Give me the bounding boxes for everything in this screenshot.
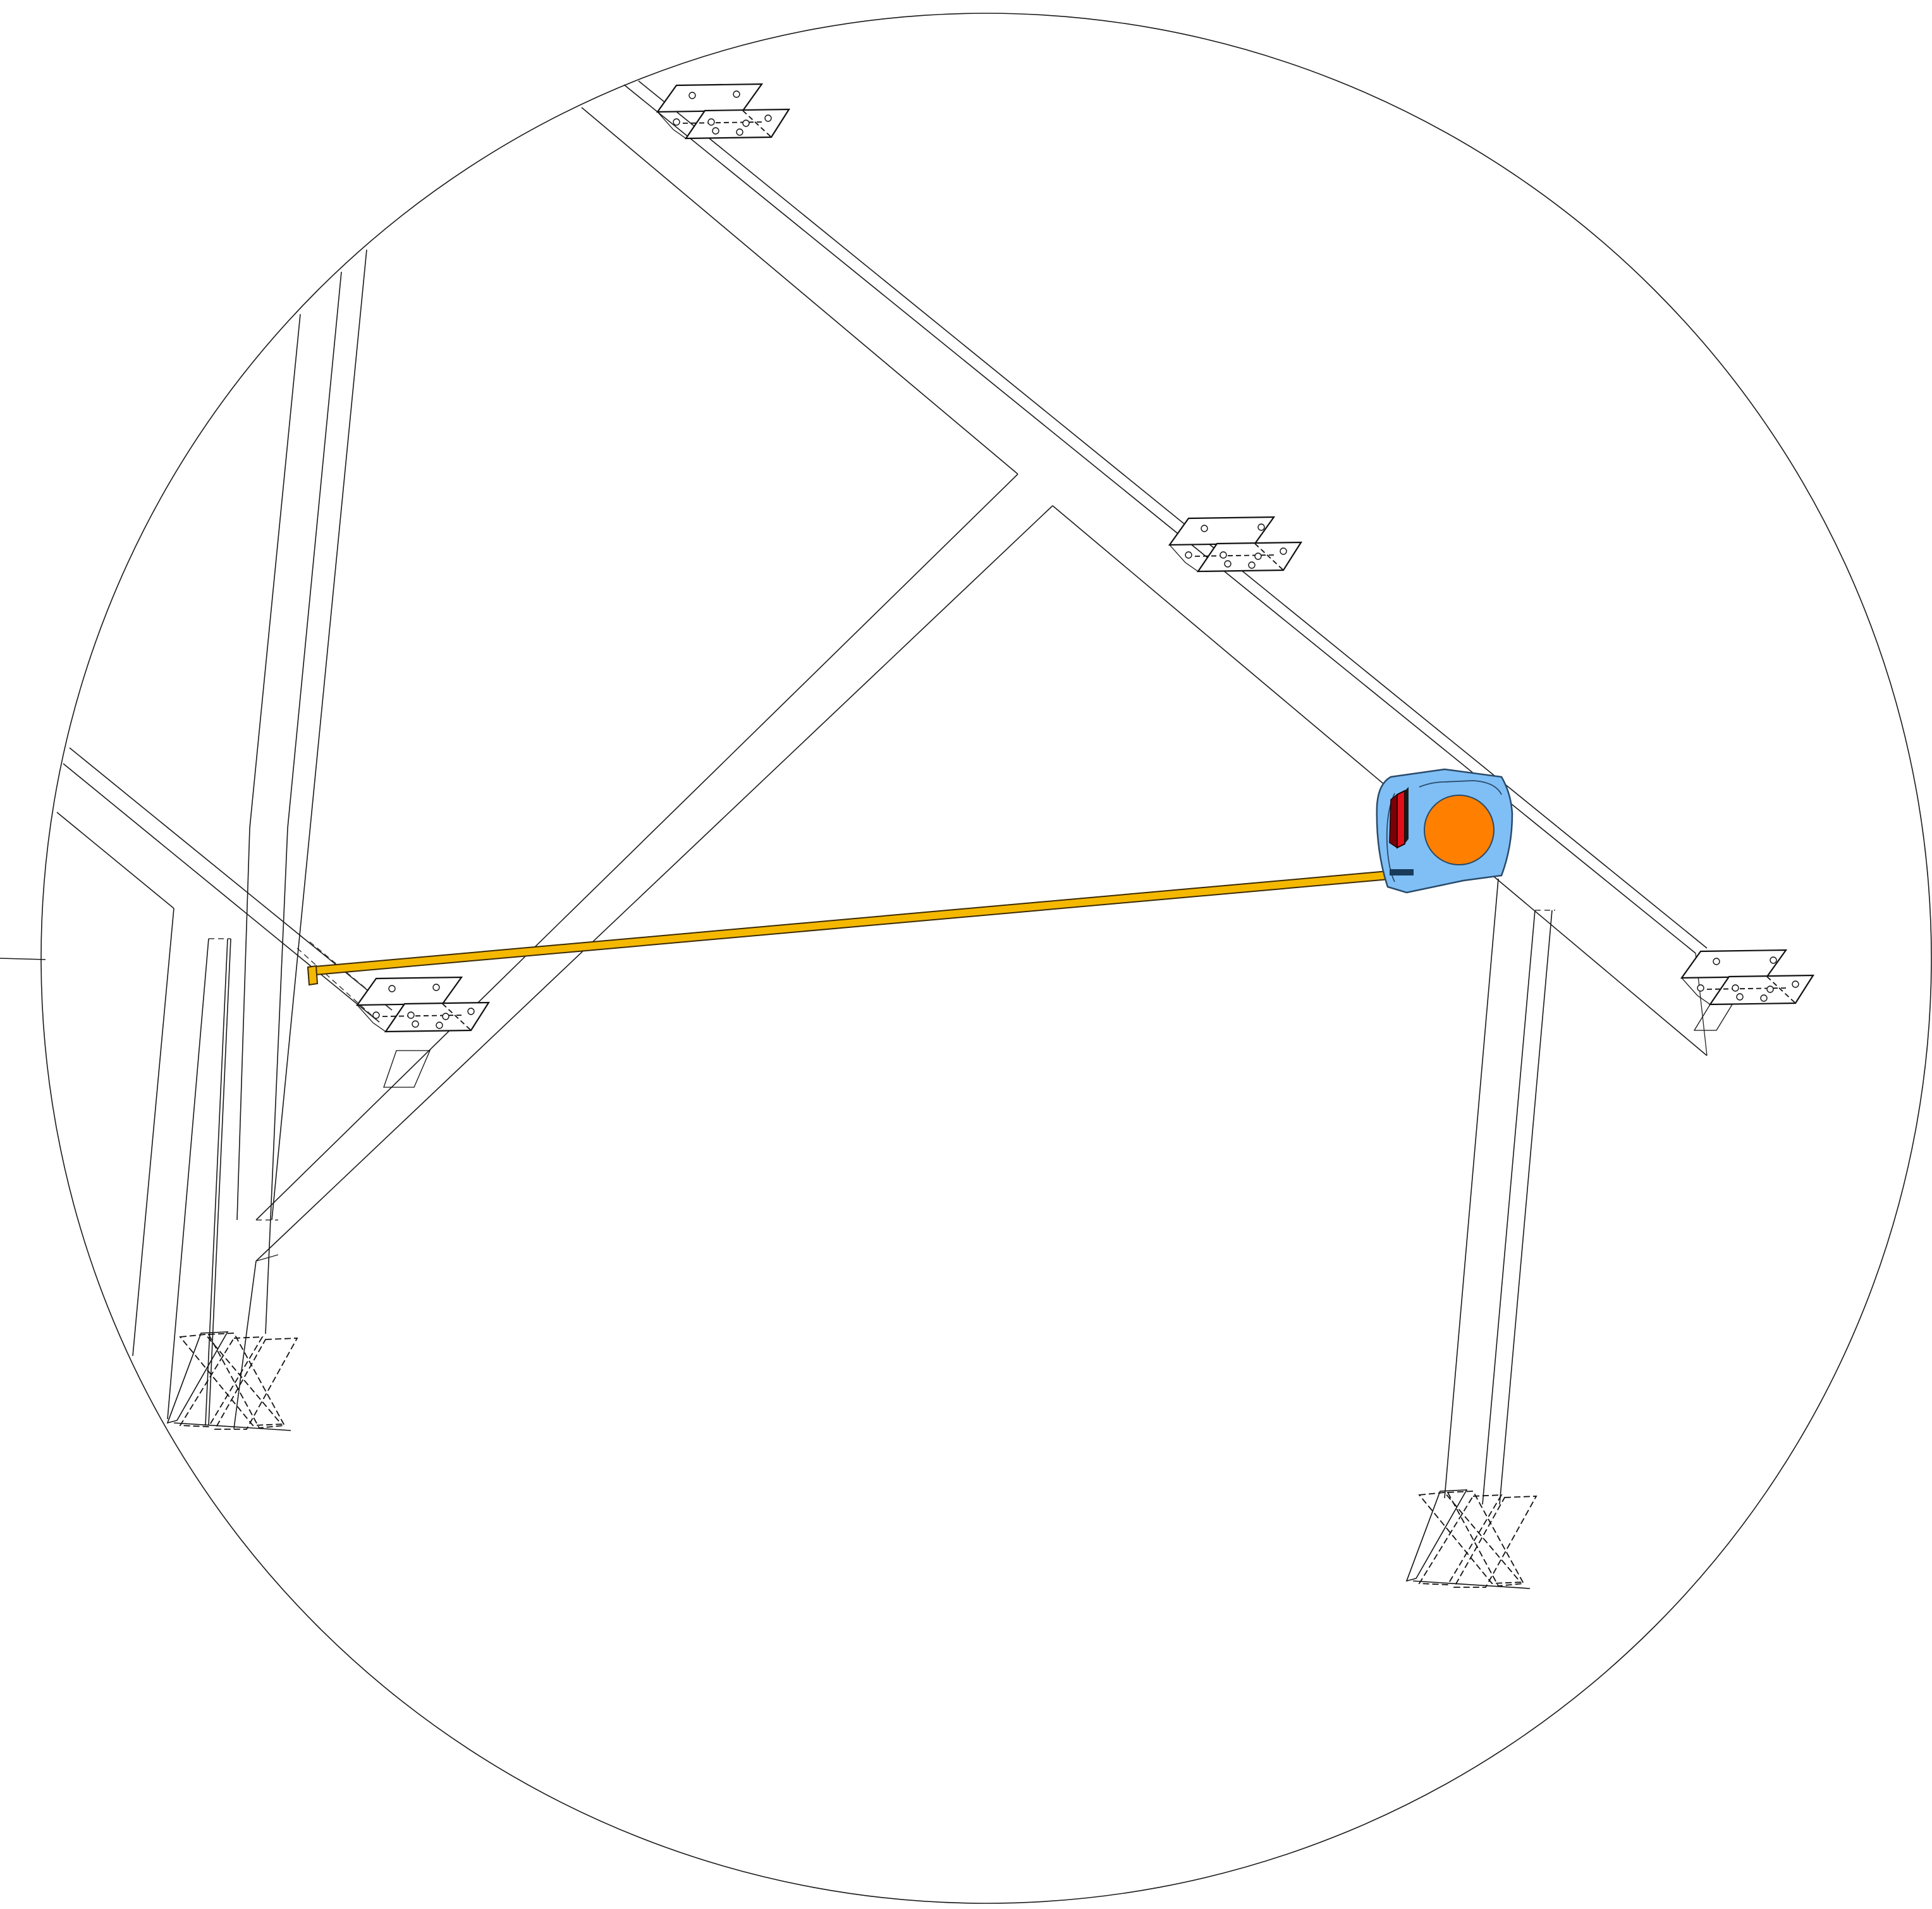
- foot-right: [1405, 1489, 1538, 1589]
- bracket-right: [1680, 949, 1815, 1031]
- detail-circle: [0, 13, 1932, 1904]
- main-diagonal-beam: [581, 80, 1708, 1056]
- tape-blade-strip: [307, 869, 1397, 977]
- foot-left: [166, 1331, 298, 1431]
- tape-blade: [307, 869, 1397, 986]
- tape-dial: [1424, 795, 1495, 865]
- bracket-top: [656, 83, 791, 140]
- bracket-left: [355, 976, 491, 1088]
- tape-measure-icon: [1376, 768, 1513, 894]
- right-post: [1444, 878, 1555, 1505]
- left-posts: [167, 249, 367, 1429]
- bracket-middle: [1168, 516, 1303, 573]
- lock-button-icon[interactable]: [1397, 790, 1405, 849]
- cross-beam: [255, 473, 1053, 1262]
- left-upper-beam: [56, 747, 393, 1357]
- tape-blade-hook: [307, 965, 319, 986]
